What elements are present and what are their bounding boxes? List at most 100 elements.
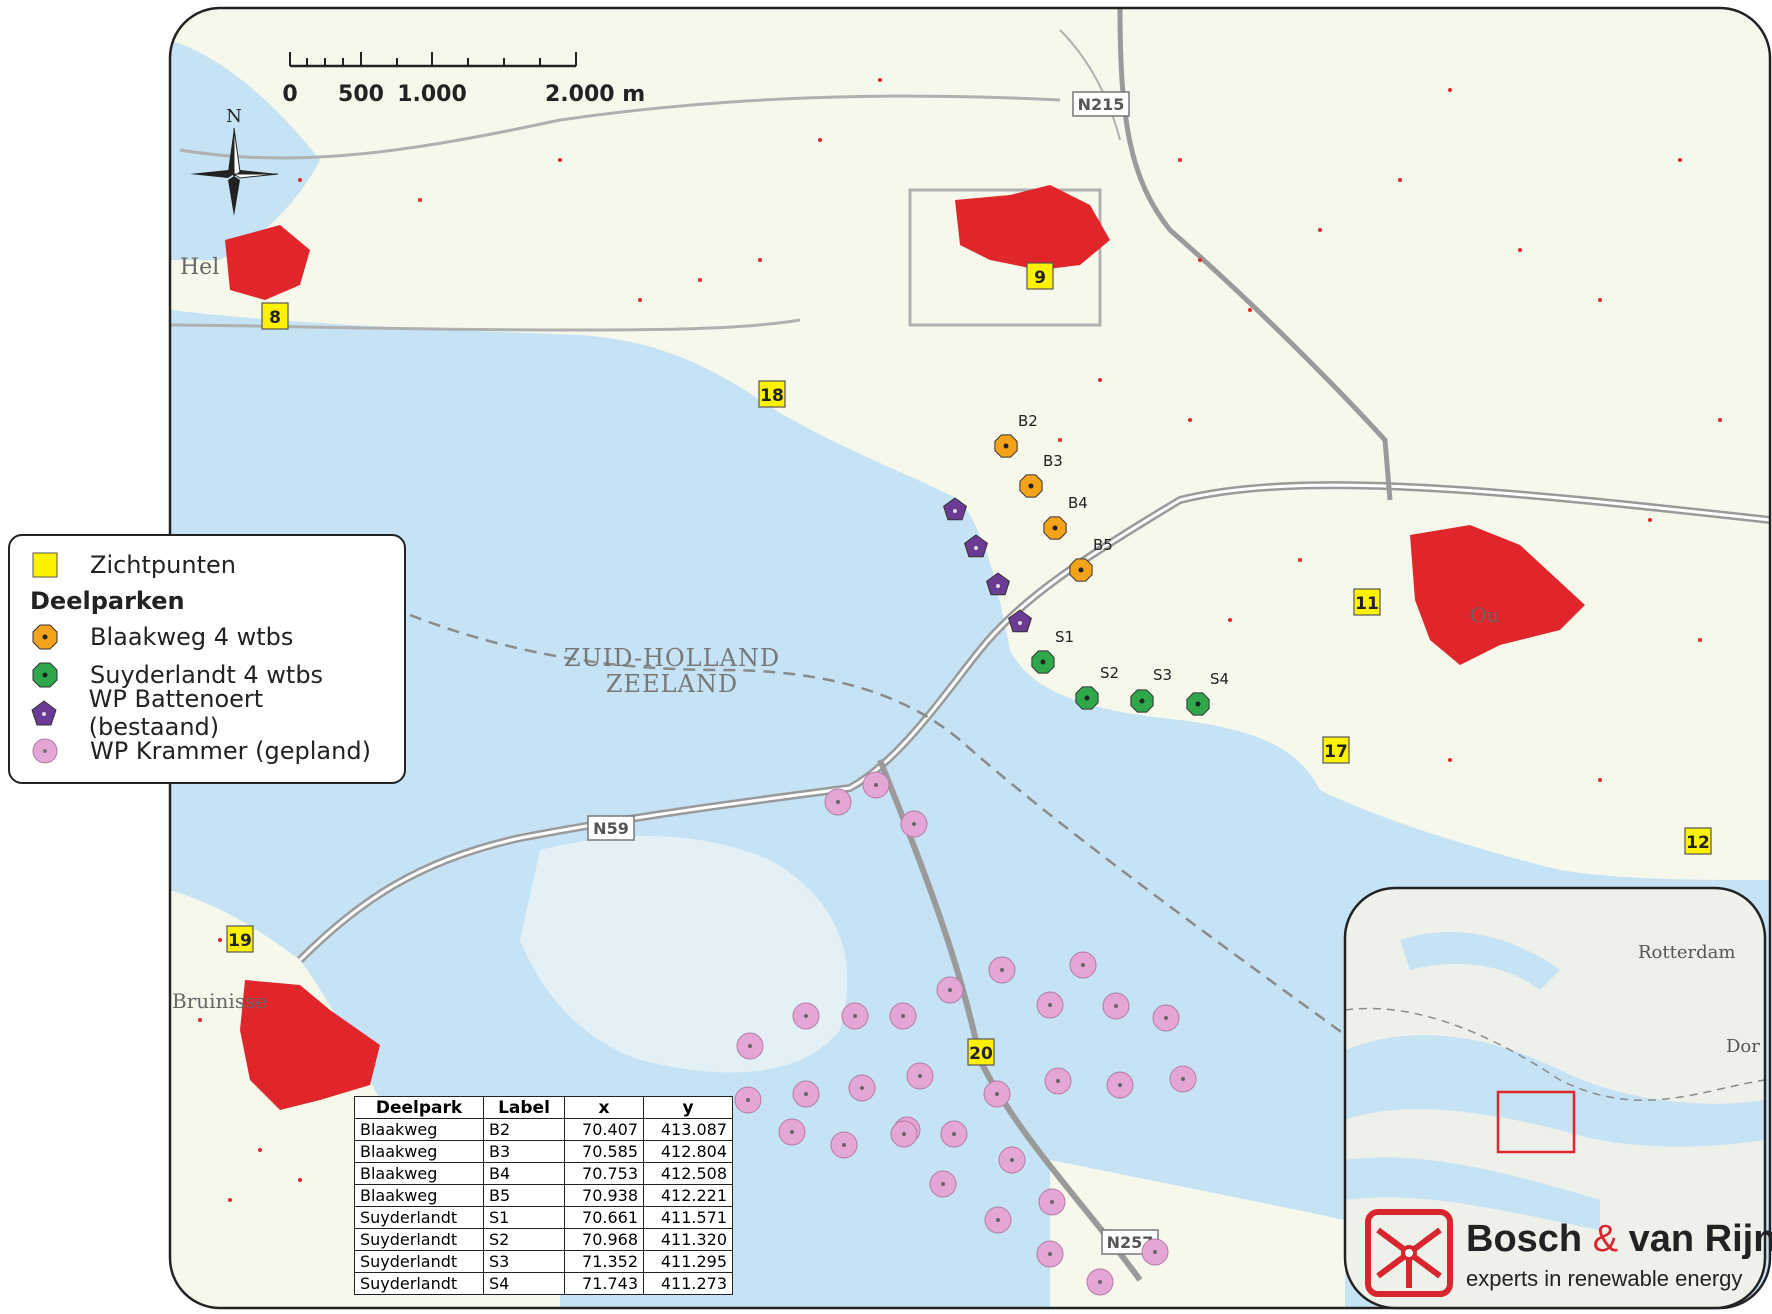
turbine-krammer [736,1032,764,1060]
turbine-krammer [1106,1071,1134,1099]
place-label-ou: Ou [1470,603,1499,627]
turbine-blaakweg: B5 [1069,536,1113,582]
turbine-krammer [988,956,1016,984]
viewpoint-label: 11 [1355,594,1379,614]
turbine-krammer [1069,951,1097,979]
scale-bar: 0 500 1.000 2.000 m [282,52,645,107]
company-logo: Bosch & van Rijn experts in renewable en… [1362,1206,1772,1302]
viewpoint-label: 8 [269,308,281,328]
scale-label-1000: 1.000 [397,82,467,107]
table-cell: B5 [483,1184,565,1207]
table-cell: 411.295 [643,1250,733,1273]
turbine-krammer [830,1131,858,1159]
table-cell: Suyderlandt [354,1272,484,1295]
legend-item-label: WP Battenoert (bestaand) [88,685,264,741]
table-cell: Blaakweg [354,1184,484,1207]
turbine-krammer [900,810,928,838]
place-label-bruinisse: Bruinisse [172,989,267,1013]
turbine-krammer [1044,1067,1072,1095]
table-header-deelpark: Deelpark [354,1096,484,1119]
turbine-krammer [824,788,852,816]
table-cell: 412.804 [643,1140,733,1163]
table-cell: 411.273 [643,1272,733,1295]
legend-viewpoints: Zichtpunten [22,546,392,584]
viewpoint-label: 17 [1324,742,1348,762]
table-cell: B4 [483,1162,565,1185]
table-cell: S3 [483,1250,565,1273]
table-cell: 70.753 [564,1162,644,1185]
viewpoint-label: 19 [228,931,252,951]
water-channel-north [170,40,320,260]
north-label: N [226,106,242,127]
table-cell: S1 [483,1206,565,1229]
turbine-krammer [841,1002,869,1030]
table-cell: 411.320 [643,1228,733,1251]
scale-label-0: 0 [282,82,297,107]
turbine-krammer [778,1118,806,1146]
table-cell: 412.508 [643,1162,733,1185]
logo-tagline: experts in renewable energy [1466,1266,1743,1291]
turbine-krammer [929,1170,957,1198]
turbine-label: B3 [1043,452,1063,470]
table-cell: 70.661 [564,1206,644,1229]
turbine-krammer [1169,1065,1197,1093]
legend-item-blaakweg: Blaakweg 4 wtbs [22,618,392,656]
turbine-label: B5 [1093,536,1113,554]
turbine-label: S1 [1055,628,1074,646]
table-cell: 70.585 [564,1140,644,1163]
green-octagon-icon [32,662,58,688]
legend-heading: Deelparken [30,587,185,615]
turbine-krammer [936,976,964,1004]
north-arrow-icon: N [190,106,279,216]
viewpoint-label: 12 [1686,833,1710,853]
settlements [225,185,1585,1110]
inset-label-dor: Dor [1726,1036,1760,1057]
shallow-water [520,836,848,1073]
viewpoint-label: 20 [969,1044,993,1064]
turbine-battenoert [986,572,1010,596]
purple-pentagon-icon [31,700,57,726]
turbine-logo-icon [1365,1209,1453,1297]
turbine-krammer [889,1002,917,1030]
table-header-row: Deelpark Label x y [354,1096,733,1119]
table-cell: B3 [483,1140,565,1163]
legend-item-battenoert: WP Battenoert (bestaand) [22,685,392,741]
turbine-label: B4 [1068,494,1088,512]
table-cell: 70.938 [564,1184,644,1207]
logo-name: Bosch & van Rijn [1466,1218,1772,1260]
scale-label-2000: 2.000 m [545,82,645,107]
turbine-krammer [862,771,890,799]
legend-item-label: Suyderlandt 4 wtbs [90,661,324,689]
table-cell: Suyderlandt [354,1250,484,1273]
turbine-krammer [984,1206,1012,1234]
turbine-suyderlandt: S3 [1130,666,1172,713]
legend-item-suyderlandt: Suyderlandt 4 wtbs [22,656,392,694]
pink-circle-icon [32,738,58,764]
road-label-n215: N215 [1072,91,1130,117]
legend-item-label: WP Krammer (gepland) [90,737,371,765]
legend-item-label: Blaakweg 4 wtbs [90,623,294,651]
turbine-krammer [1152,1004,1180,1032]
turbine-krammer [998,1146,1026,1174]
turbine-suyderlandt: S1 [1031,628,1074,674]
turbine-krammer [1036,991,1064,1019]
turbine-label: S3 [1153,666,1172,684]
table-cell: 71.352 [564,1250,644,1273]
legend: Zichtpunten Deelparken Blaakweg 4 wtbs S… [8,534,406,784]
turbine-krammer [792,1002,820,1030]
table-cell: 71.743 [564,1272,644,1295]
viewpoint-marker: 19 [226,925,254,953]
land-southeast [1050,1160,1345,1308]
viewpoint-marker: 18 [758,380,786,408]
road-label-n59: N59 [587,815,635,841]
table-header-label: Label [483,1096,565,1119]
